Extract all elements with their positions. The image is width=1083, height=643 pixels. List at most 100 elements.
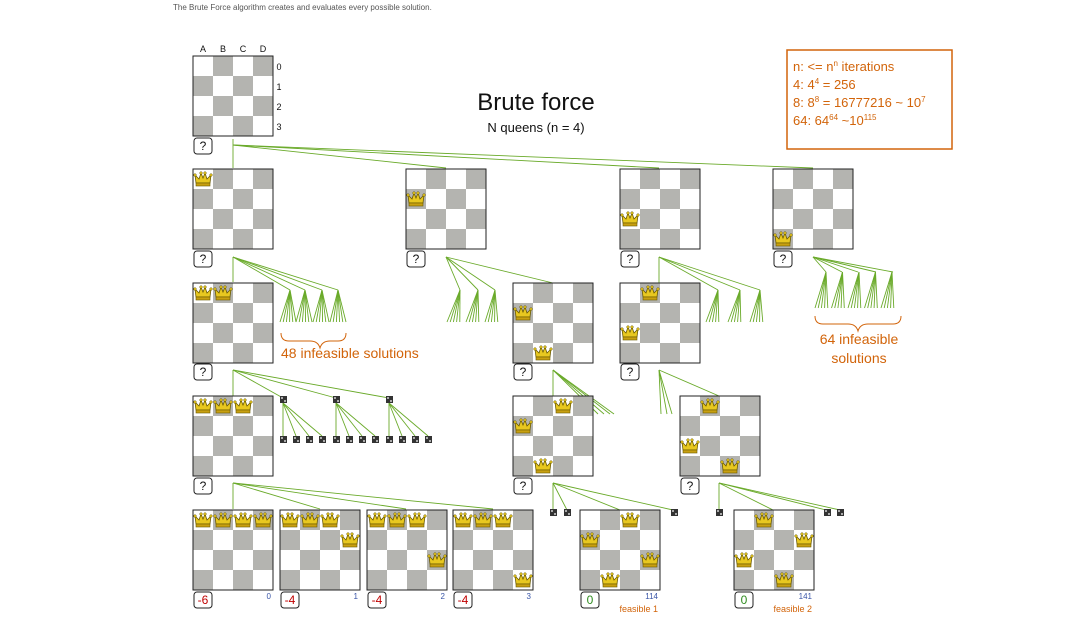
queen-icon [580,532,600,548]
board-l1-b [405,168,487,250]
boards-layer [192,55,854,591]
tree-edge [717,289,720,323]
queen-icon [720,458,740,474]
tree-edge [301,289,306,323]
svg-text:?: ? [200,365,207,379]
svg-text:?: ? [520,479,527,493]
tree-edge [304,289,310,323]
svg-text:?: ? [627,365,634,379]
tree-edge [715,289,719,323]
tree-edge [658,369,720,397]
tree-edge [708,289,719,323]
tree-edge [727,289,741,323]
board-l2-c [619,282,701,364]
tree-edge [477,289,480,323]
queen-icon [640,552,660,568]
svg-text:-4: -4 [458,593,469,607]
tree-edge [812,256,877,273]
tree-edge [749,289,761,323]
queen-icon [407,512,427,528]
tree-edge [295,289,306,323]
tree-edge [335,289,339,323]
solution-score: -6 [193,591,213,609]
board-l2-a [192,282,274,364]
tree-edge [282,402,310,437]
tree-edge [446,289,461,323]
solution-board [279,509,361,591]
svg-text:0: 0 [741,593,748,607]
tree-edge [875,271,878,309]
tree-edge [658,369,668,415]
iterations-line-1: n: <= nn iterations [793,59,895,74]
small-board-icon [372,436,379,443]
queen-icon [734,552,754,568]
queen-icon [794,532,814,548]
tree-edge [858,271,862,309]
tree-edge [730,289,741,323]
tree-edge [445,256,554,284]
tree-edge [552,369,605,415]
queen-icon [280,512,300,528]
svg-text:?: ? [413,252,420,266]
tree-edge [232,482,321,510]
tree-edge [890,271,893,309]
tree-edge [825,271,829,309]
small-board-icon [306,436,313,443]
tree-edge [842,271,845,309]
board-l1-a [192,168,274,250]
queen-icon [213,285,233,301]
board-l3-c [679,395,761,477]
tree-edge [452,289,461,323]
tree-edge [232,482,407,510]
queen-icon [193,171,213,187]
tree-edge [759,289,764,323]
queen-icon [233,398,253,414]
solution-index: 2 [441,592,446,601]
tree-edge [337,289,341,323]
small-board-icon [671,509,678,516]
queen-icon [493,512,513,528]
row-header: 2 [276,102,281,112]
tree-edge [232,144,814,169]
tree-edge [864,271,876,309]
tree-edge [733,289,741,323]
tree-edge [465,289,479,323]
tree-edge [891,271,895,309]
small-board-icon [425,436,432,443]
small-board-icon [333,436,340,443]
svg-text:?: ? [520,365,527,379]
tree-edge [475,289,479,323]
tree-edge [335,402,363,437]
tree-edge [739,289,742,323]
small-board-icon [359,436,366,443]
queen-icon [213,512,233,528]
tree-edge [880,271,893,309]
tree-edge [232,369,337,399]
tree-edge [755,289,761,323]
board-l1-d [772,168,854,250]
score-l1-a: ? [193,250,213,268]
queen-icon [700,398,720,414]
caption: The Brute Force algorithm creates and ev… [173,3,432,12]
diagram-title: Brute force [477,89,594,116]
tree-edge [285,289,291,323]
tree-edge [857,271,860,309]
svg-text:-6: -6 [198,593,209,607]
row-header: 0 [276,62,281,72]
infeasible-label-right-1: 64 infeasible [820,331,899,347]
tree-edge [312,289,323,323]
tree-edge [814,271,827,309]
svg-text:?: ? [200,479,207,493]
svg-text:0: 0 [587,593,594,607]
queen-icon [620,325,640,341]
tree-edge [658,256,761,291]
infeasible-label-right-2: solutions [831,350,886,366]
solution-index: 141 [799,592,813,601]
tree-edge [232,144,447,169]
queen-icon [620,512,640,528]
score-l1-c: ? [620,250,640,268]
score-l1-b: ? [406,250,426,268]
tree-edge [445,256,479,291]
queen-icon [253,512,273,528]
